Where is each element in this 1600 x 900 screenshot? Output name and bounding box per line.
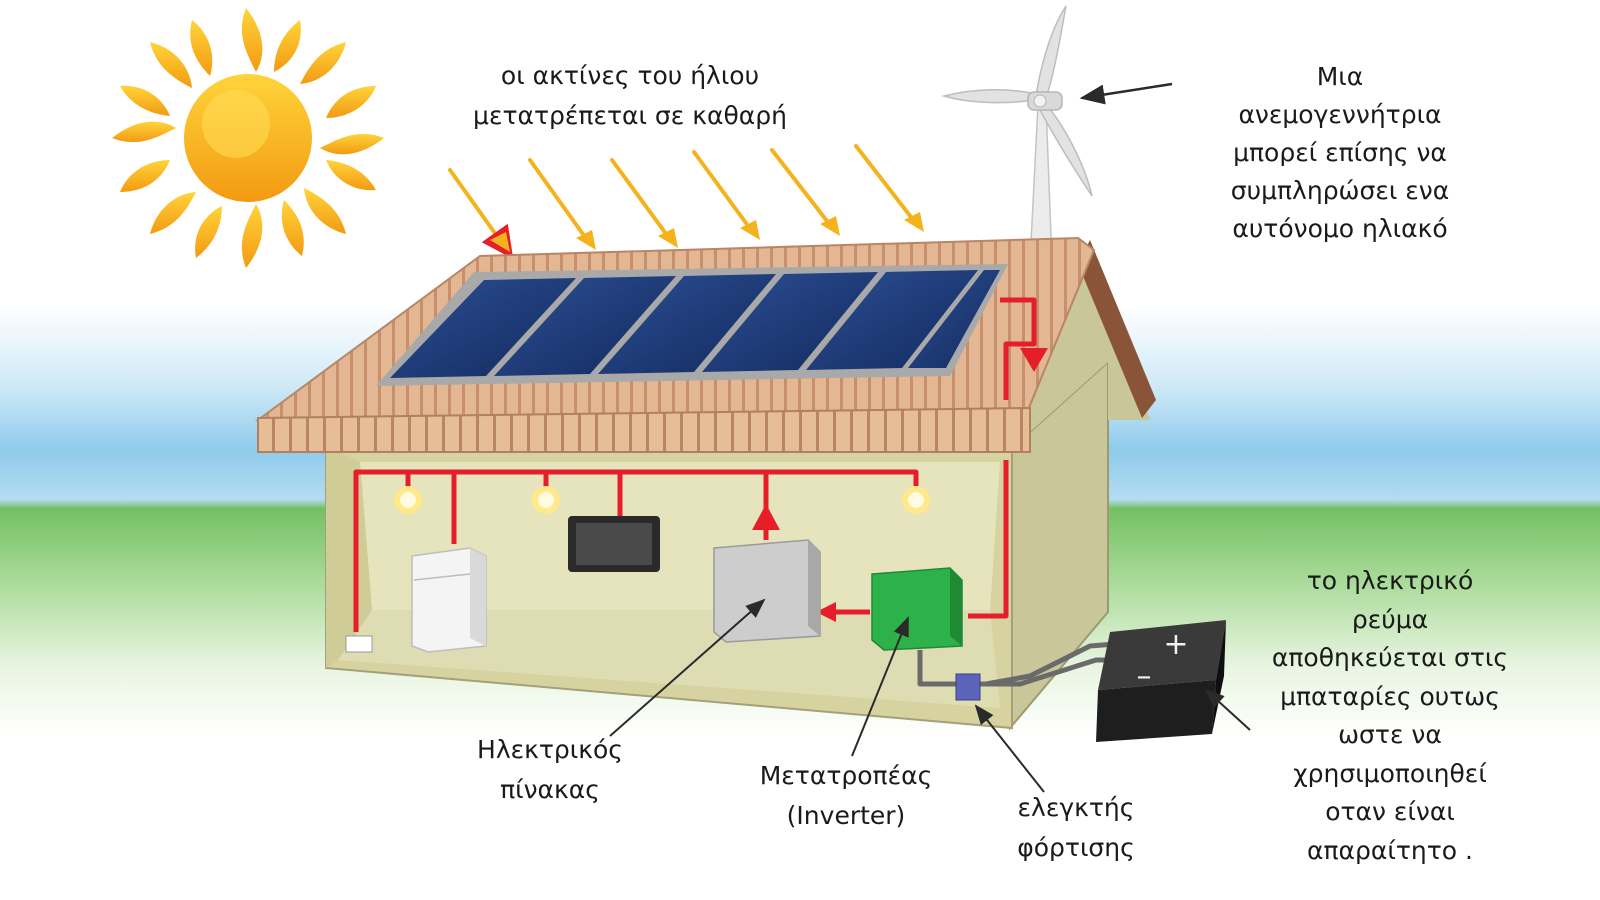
- battery-caption-line-6: χρησιμοποιηθεί: [1293, 758, 1487, 788]
- television-icon: [568, 516, 660, 572]
- sun-ray-arrowheads: [490, 212, 924, 252]
- light-bulb-icon: [902, 486, 930, 514]
- wire-arrows: [752, 348, 1048, 622]
- wind-caption-line-4: συμπληρώσει ενα: [1230, 176, 1450, 205]
- inverter-line-2: (Inverter): [786, 801, 906, 830]
- charge-controller-box: [871, 567, 963, 651]
- battery-caption: το ηλεκτρικό ρεύμα αποθηκεύεται στις μπα…: [1240, 562, 1540, 870]
- battery-caption-line-3: αποθηκεύεται στις: [1271, 643, 1509, 672]
- sun-icon: [112, 8, 384, 268]
- refrigerator-icon: [411, 547, 487, 653]
- sun-caption-line-2: μετατρέπεται σε καθαρή: [473, 101, 787, 130]
- sun-ray-arrow: [448, 168, 514, 260]
- inverter-label: Μετατροπέας (Inverter): [726, 756, 966, 836]
- sun-ray-arrow: [770, 148, 836, 232]
- solar-panel: [702, 272, 878, 372]
- house-left-inner: [326, 446, 372, 668]
- wind-turbine-caption: Μια ανεμογεννήτρια μπορεί επίσης να συμπ…: [1190, 58, 1490, 248]
- battery-caption-line-2: ρεύμα: [1351, 604, 1429, 634]
- battery-plus-sign: +: [1163, 627, 1188, 662]
- inverter-pointer: [851, 616, 909, 757]
- panel-board-label: Ηλεκτρικός πίνακας: [440, 730, 660, 810]
- light-bulb-icon: [532, 486, 560, 514]
- charge-controller-pointer: [974, 704, 1045, 793]
- solar-panel: [908, 270, 1000, 368]
- battery-caption-line-8: απαραίτητο .: [1307, 835, 1473, 865]
- charge-controller-line-1: ελεγκτής: [1017, 793, 1135, 822]
- solar-panel: [598, 274, 776, 374]
- wind-turbine-icon: [941, 5, 1093, 263]
- sun-caption-line-1: οι ακτίνες του ήλιου: [500, 61, 760, 90]
- wind-turbine-pointer-arrow: [1079, 82, 1173, 105]
- sun-ray-arrow: [854, 144, 920, 228]
- junction-box-icon: [955, 673, 981, 701]
- battery-pointer: [1204, 688, 1251, 731]
- roof-eave: [257, 406, 1031, 453]
- house-back-wall: [360, 462, 1000, 610]
- solar-panel: [806, 270, 978, 370]
- sun-ray-arrow: [692, 150, 756, 236]
- roof-edge: [1078, 240, 1156, 418]
- charge-controller-line-2: φόρτισης: [1017, 833, 1135, 862]
- inverter-line-1: Μετατροπέας: [759, 761, 933, 790]
- wind-caption-line-1: Μια: [1316, 62, 1364, 91]
- battery-caption-line-7: οταν είναι: [1325, 797, 1455, 826]
- solar-panel: [390, 278, 576, 378]
- wind-caption-line-3: μπορεί επίσης να: [1233, 138, 1447, 167]
- sun-ray-arrow: [528, 158, 592, 246]
- battery-icon: + –: [1096, 620, 1226, 742]
- sun-rays: [448, 144, 920, 260]
- wind-caption-line-2: ανεμογεννήτρια: [1238, 100, 1442, 129]
- panel-board-pointer: [609, 598, 766, 737]
- battery-caption-line-4: μπαταρίες ουτως: [1280, 681, 1500, 711]
- panel-board-line-2: πίνακας: [500, 775, 600, 804]
- light-bulb-icon: [394, 486, 422, 514]
- battery-minus-sign: –: [1137, 659, 1152, 694]
- charge-controller-label: ελεγκτής φόρτισης: [986, 788, 1166, 868]
- wall-outlet-icon: [345, 635, 373, 653]
- electrical-panel-box: [713, 539, 821, 643]
- battery-caption-line-1: το ηλεκτρικό: [1306, 566, 1474, 595]
- house-gable: [1010, 250, 1150, 450]
- solar-panel-array: [376, 264, 1008, 386]
- battery-caption-line-5: ωστε να: [1338, 720, 1442, 749]
- wind-caption-line-5: αυτόνομο ηλιακό: [1232, 214, 1448, 243]
- sun-ray-arrow: [610, 158, 674, 244]
- solar-panel: [494, 276, 676, 376]
- house-floor: [338, 610, 1000, 708]
- panel-board-line-1: Ηλεκτρικός: [477, 735, 623, 764]
- sun-caption: οι ακτίνες του ήλιου μετατρέπεται σε καθ…: [430, 56, 830, 136]
